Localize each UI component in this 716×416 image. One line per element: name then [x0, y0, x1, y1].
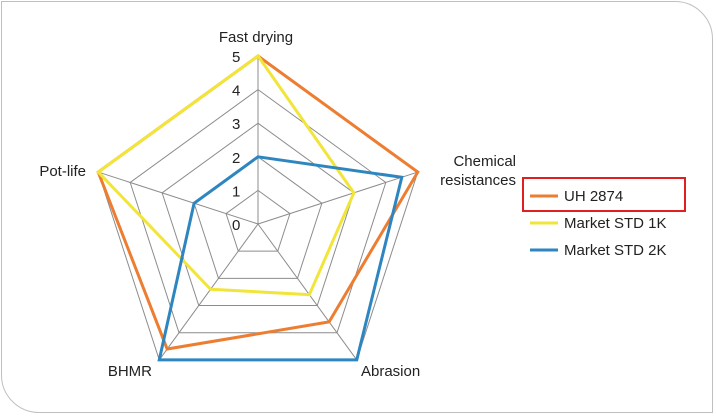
axis-label-2: Abrasion: [361, 363, 420, 380]
spoke-4: [98, 171, 259, 225]
tick-label-5: 5: [232, 49, 240, 66]
legend-label-1: Market STD 1K: [564, 215, 667, 232]
legend-label-2: Market STD 2K: [564, 242, 667, 259]
series-line-1: [95, 53, 356, 297]
tick-label-1: 1: [232, 183, 240, 200]
axis-label-3: BHMR: [108, 363, 152, 380]
axis-label-0: Fast drying: [219, 29, 293, 46]
spoke-2: [257, 223, 358, 361]
tick-label-3: 3: [232, 116, 240, 133]
grid-ring-1: [225, 189, 291, 252]
spoke-1: [257, 171, 418, 225]
radar-grid: [97, 55, 419, 361]
tick-label-0: 0: [232, 217, 240, 234]
spoke-3: [158, 223, 259, 361]
axis-label-4: Pot-life: [39, 163, 86, 180]
tick-label-2: 2: [232, 150, 240, 167]
radar-series: [95, 53, 420, 362]
legend-label-0: UH 2874: [564, 188, 623, 205]
grid-ring-3: [161, 122, 355, 307]
series-line-2: [157, 155, 404, 362]
radial-tick-labels: 0 1 2 3 4 5: [232, 49, 240, 234]
tick-label-4: 4: [232, 83, 240, 100]
legend-highlight-box: [522, 177, 686, 212]
